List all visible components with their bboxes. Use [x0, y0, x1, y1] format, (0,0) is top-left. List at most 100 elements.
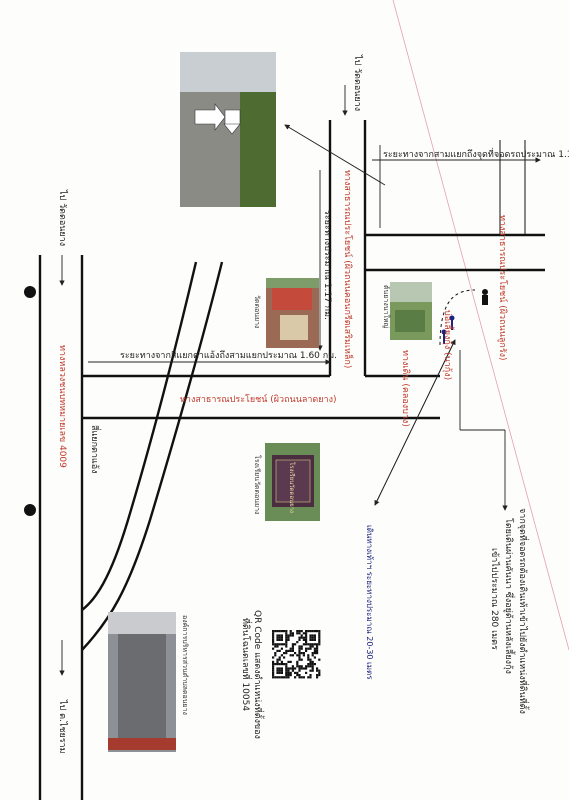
qr-module [278, 649, 281, 652]
qr-module [272, 660, 275, 663]
qr-module [316, 643, 319, 646]
qr-module [289, 667, 292, 670]
qr-module [300, 636, 303, 639]
qr-module [278, 658, 281, 661]
qr-module [302, 632, 305, 635]
label-to-wat-don-yang-top: ไป วัดดอนยาง [352, 54, 363, 111]
qr-module [318, 643, 321, 646]
qr-module [287, 636, 290, 639]
label-road-paved: ทางสาธารณประโยชน์ (ผิวถนนลาดยาง) [180, 393, 337, 405]
qr-module [276, 669, 279, 672]
qr-module [316, 630, 319, 633]
qr-module [274, 652, 277, 655]
qr-module [316, 669, 319, 672]
qr-module [272, 671, 275, 674]
qr-module [309, 669, 312, 672]
qr-module [302, 676, 305, 679]
qr-module [278, 636, 281, 639]
label-temple-photo: วัดดอนยาง [253, 295, 261, 328]
qr-module [313, 638, 316, 641]
qr-module [289, 632, 292, 635]
qr-module [278, 630, 281, 633]
qr-module [311, 630, 314, 633]
qr-module [307, 630, 310, 633]
qr-module [283, 676, 286, 679]
person-walking-icon [449, 315, 455, 330]
label-road-concrete: ทางสาธารณประโยชน์ (ผิวถนนคอนกรีตเสริมเหล… [342, 170, 355, 368]
qr-module [305, 671, 308, 674]
qr-module [309, 638, 312, 641]
qr-module [280, 638, 283, 641]
qr-module [272, 665, 275, 668]
qr-module [280, 663, 283, 666]
qr-module [289, 630, 292, 633]
qr-module [285, 632, 288, 635]
qr-module [318, 641, 321, 644]
qr-module [272, 669, 275, 672]
qr-module [280, 654, 283, 657]
walking-path [439, 289, 476, 346]
qr-module [316, 667, 319, 670]
label-parking: บ่อเลี้ยงกุ้ง (นากุ้ง) [442, 310, 455, 380]
qr-module [300, 630, 303, 633]
qr-module [311, 654, 314, 657]
qr-module [285, 667, 288, 670]
qr-module [298, 636, 301, 639]
arrow-sign-icon [223, 109, 241, 135]
qr-module [298, 665, 301, 668]
qr-module [291, 643, 294, 646]
qr-module [300, 658, 303, 661]
qr-module [309, 636, 312, 639]
temple-photo [266, 278, 319, 348]
qr-module [291, 654, 294, 657]
label-gate-photo: องค์การบริหารส่วนตำบลดอนยาง [181, 615, 189, 715]
qr-module [313, 647, 316, 650]
qr-caption-2: ที่ดินโฉนดเลขที่ 10054 [240, 618, 253, 711]
qr-module [318, 671, 321, 674]
qr-module [318, 674, 321, 677]
qr-module [309, 676, 312, 679]
label-dist-1-17: ระยะทางประมาณ 1.17 กม. [322, 210, 332, 320]
gate-photo [108, 612, 176, 752]
qr-module [287, 660, 290, 663]
qr-module [311, 663, 314, 666]
qr-module [296, 630, 299, 633]
qr-module [311, 636, 314, 639]
qr-module [274, 643, 277, 646]
qr-module [316, 674, 319, 677]
qr-module [307, 656, 310, 659]
qr-module [302, 643, 305, 646]
qr-module [302, 667, 305, 670]
label-dist-1-60: ระยะทางจากสี่แยกตาแอ้งถึงสามแยกประมาณ 1.… [120, 348, 337, 361]
qr-module [272, 647, 275, 650]
qr-module [291, 669, 294, 672]
qr-module [278, 663, 281, 666]
qr-module [307, 665, 310, 668]
qr-module [289, 674, 292, 677]
qr-module [276, 630, 279, 633]
qr-module [285, 663, 288, 666]
qr-module [300, 634, 303, 637]
label-school-sign: โรงเรียนวัดดอนยาง [288, 462, 296, 513]
qr-module [280, 636, 283, 639]
qr-module [291, 649, 294, 652]
qr-module [318, 658, 321, 661]
qr-module [291, 645, 294, 648]
qr-module [289, 671, 292, 674]
pointer-to-walk-back [374, 339, 456, 506]
qr-module [307, 643, 310, 646]
qr-module [313, 636, 316, 639]
qr-module [272, 663, 275, 666]
qr-module [280, 669, 283, 672]
label-highway-4009: ทางหลวงชนบทหมายเลข 4009 [57, 345, 67, 468]
qr-module [311, 645, 314, 648]
qr-module [316, 645, 319, 648]
qr-module [285, 636, 288, 639]
qr-module [294, 652, 297, 655]
qr-module [313, 634, 316, 637]
qr-module [318, 630, 321, 633]
qr-module [296, 660, 299, 663]
qr-module [276, 634, 279, 637]
qr-module [285, 630, 288, 633]
